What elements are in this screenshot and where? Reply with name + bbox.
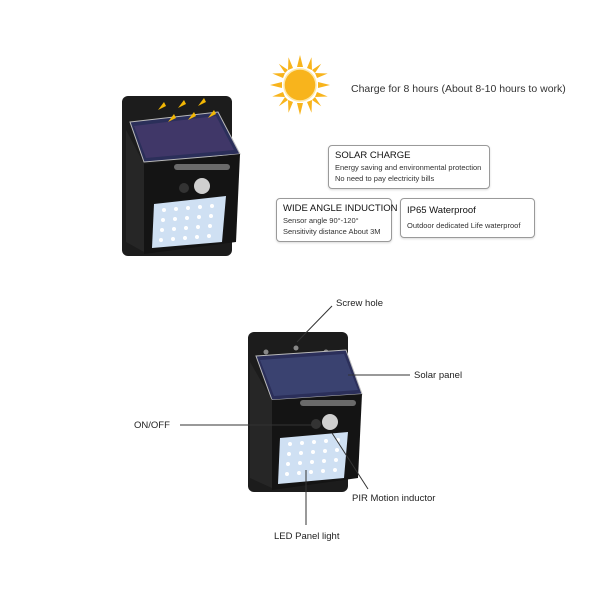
product-image-diagram [244, 328, 364, 498]
feature-line: No need to pay electricity bills [335, 174, 435, 183]
feature-line: Sensitivity distance About 3M [283, 227, 381, 236]
feature-box-solar-charge: SOLAR CHARGE Energy saving and environme… [328, 145, 490, 189]
feature-box-waterproof: IP65 Waterproof Outdoor dedicated Life w… [400, 198, 535, 238]
charge-duration-text: Charge for 8 hours (About 8-10 hours to … [351, 83, 566, 95]
feature-title: SOLAR CHARGE [335, 150, 411, 161]
label-screw-hole: Screw hole [336, 298, 383, 309]
sun-icon [268, 53, 332, 117]
label-led-panel-light: LED Panel light [274, 531, 340, 542]
feature-title: WIDE ANGLE INDUCTION [283, 203, 398, 214]
feature-box-wide-angle: WIDE ANGLE INDUCTION Sensor angle 90°-12… [276, 198, 398, 242]
feature-line: Energy saving and environmental protecti… [335, 163, 482, 172]
product-image-top [118, 92, 248, 260]
label-pir-motion-inductor: PIR Motion inductor [352, 493, 436, 504]
feature-line: Sensor angle 90°-120° [283, 216, 359, 225]
label-on-off: ON/OFF [134, 420, 170, 431]
label-solar-panel: Solar panel [414, 370, 463, 381]
feature-line: Outdoor dedicated Life waterproof [407, 221, 521, 230]
feature-title: IP65 Waterproof [407, 205, 476, 216]
